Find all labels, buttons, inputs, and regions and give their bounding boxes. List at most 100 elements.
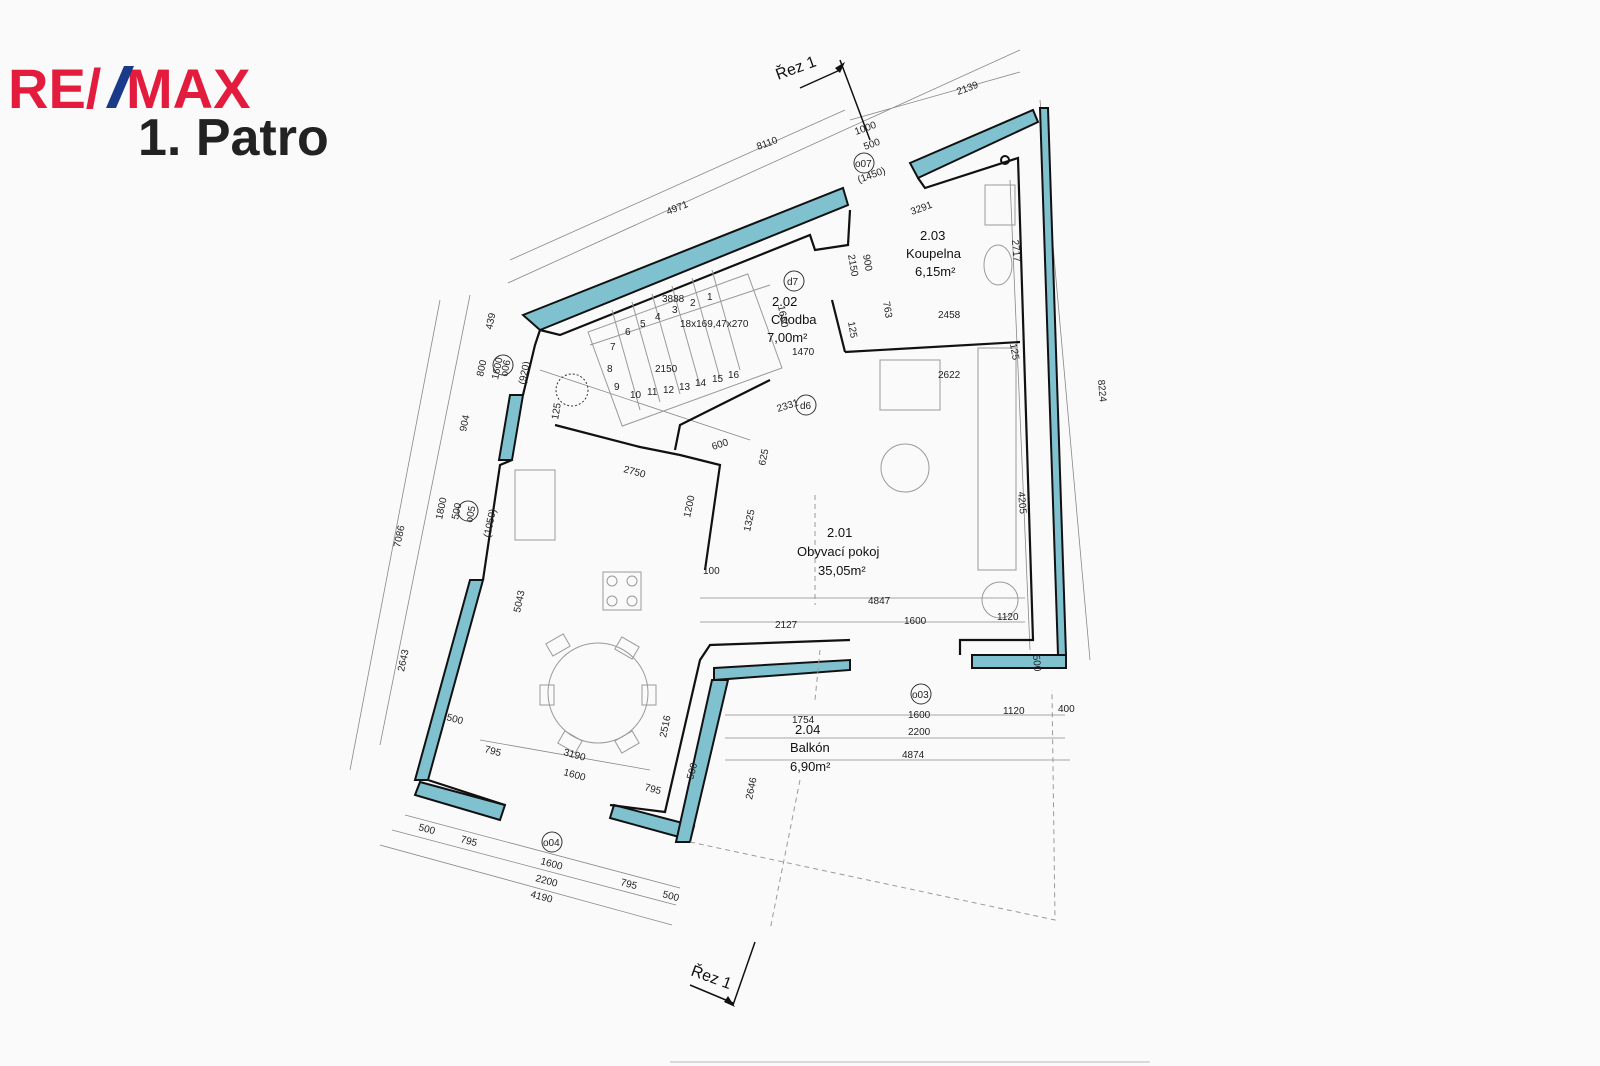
staircase: 3888 18x169,47x270 2150 1 2 3 4 5 6 7 8 … bbox=[587, 269, 783, 427]
dim: 2643 bbox=[396, 648, 411, 672]
dim: 500 bbox=[450, 502, 464, 521]
dim: 125 bbox=[550, 402, 564, 421]
dim: 1325 bbox=[742, 508, 757, 532]
stair-length: 3888 bbox=[662, 294, 685, 305]
step-label: 8 bbox=[607, 364, 613, 375]
dim: 1200 bbox=[682, 494, 697, 518]
tag-o04: o04 bbox=[543, 838, 560, 849]
dim: 2717 bbox=[1009, 239, 1022, 263]
dim: 795 bbox=[459, 834, 478, 849]
dimension-lines bbox=[349, 49, 1091, 926]
wall-left-upper bbox=[497, 394, 525, 461]
dining-table bbox=[547, 642, 649, 744]
wall-balcony bbox=[674, 679, 730, 843]
size-o06: (920) bbox=[517, 360, 533, 385]
logo-text-right: MAX bbox=[126, 60, 250, 120]
dimension-values: 8110 4971 2139 1000 500 8224 7086 439 80… bbox=[392, 80, 1108, 906]
dim: 500 bbox=[445, 712, 464, 727]
logo-slash bbox=[106, 66, 134, 108]
tag-o07: o07 bbox=[855, 159, 872, 170]
dim: 2331 bbox=[776, 397, 801, 414]
room-area: 7,00m² bbox=[767, 330, 808, 345]
room-area: 6,15m² bbox=[915, 264, 956, 279]
dim: 625 bbox=[757, 448, 771, 467]
room-2-03: 2.03 Koupelna 6,15m² bbox=[906, 228, 962, 279]
toilet bbox=[983, 244, 1013, 286]
dim: 4205 bbox=[1015, 491, 1028, 515]
step-label: 6 bbox=[625, 327, 631, 338]
balcony-outline bbox=[689, 495, 1056, 931]
kitchen-sink bbox=[514, 469, 556, 541]
dim: 8110 bbox=[755, 135, 779, 153]
step-label: 1 bbox=[707, 292, 713, 303]
tag-o06: o06 bbox=[499, 359, 513, 378]
room-id: 2.03 bbox=[920, 228, 945, 243]
dim: 763 bbox=[880, 301, 894, 320]
section-label-bottom: Řez 1 bbox=[689, 961, 735, 993]
dim: 3291 bbox=[909, 200, 934, 218]
stair-spec: 18x169,47x270 bbox=[680, 319, 749, 330]
step-label: 2 bbox=[690, 298, 696, 309]
wall-top-right bbox=[908, 108, 1040, 180]
dim: 500 bbox=[417, 822, 436, 837]
dim: 2750 bbox=[622, 464, 647, 480]
wall-balcony-top bbox=[713, 658, 851, 682]
tag-o03: o03 bbox=[912, 690, 929, 701]
dim: 400 bbox=[1058, 704, 1075, 715]
dim: 2200 bbox=[908, 727, 931, 738]
dim: 500 bbox=[862, 137, 882, 153]
dim: 600 bbox=[711, 437, 731, 453]
cooktop bbox=[602, 571, 642, 611]
dim: 500 bbox=[685, 761, 700, 780]
step-label: 16 bbox=[728, 370, 740, 381]
dim: 2200 bbox=[534, 873, 559, 889]
dim: 2458 bbox=[938, 310, 961, 321]
dim: 3190 bbox=[562, 747, 587, 763]
furniture bbox=[514, 155, 1019, 754]
dim: 8224 bbox=[1095, 379, 1108, 403]
dim: 1650 bbox=[775, 305, 790, 329]
section-cut-bottom: Řez 1 bbox=[689, 941, 756, 1007]
drain-icon bbox=[1000, 155, 1010, 165]
room-id: 2.04 bbox=[795, 722, 820, 737]
wall-top-left bbox=[521, 186, 850, 332]
dim: 1120 bbox=[997, 612, 1019, 623]
dim: 1600 bbox=[908, 710, 931, 721]
dim: 2622 bbox=[938, 370, 961, 381]
dim: 2150 bbox=[845, 254, 860, 278]
room-area: 35,05m² bbox=[818, 563, 866, 578]
remax-logo: RE/ MAX 1. Patro bbox=[8, 60, 329, 167]
plant-icon bbox=[555, 373, 589, 407]
wall-right bbox=[1038, 107, 1068, 656]
dim: 439 bbox=[484, 312, 498, 331]
dim: 1800 bbox=[434, 496, 449, 520]
room-2-04: 2.04 Balkón 6,90m² bbox=[790, 722, 831, 774]
step-label: 11 bbox=[647, 387, 658, 398]
dim: 795 bbox=[483, 744, 502, 759]
washbasin bbox=[984, 184, 1016, 226]
dim: 800 bbox=[475, 359, 489, 378]
dim: 500 bbox=[1030, 654, 1042, 672]
dim: 5043 bbox=[512, 589, 527, 613]
room-2-02: 2.02 Chodba 7,00m² bbox=[767, 294, 817, 345]
room-name: Koupelna bbox=[906, 246, 962, 261]
room-id: 2.02 bbox=[772, 294, 797, 309]
room-name: Chodba bbox=[771, 312, 817, 327]
plant-pot bbox=[981, 581, 1019, 619]
step-label: 13 bbox=[679, 382, 691, 393]
step-label: 7 bbox=[610, 342, 616, 353]
step-label: 4 bbox=[655, 312, 661, 323]
dim: 100 bbox=[703, 566, 720, 577]
wall-bottom-left bbox=[413, 780, 507, 822]
dim: 7086 bbox=[392, 524, 407, 548]
size-o05: (1050) bbox=[482, 508, 499, 539]
armchair bbox=[879, 359, 941, 411]
dim: 900 bbox=[860, 254, 874, 273]
tag-o05: o05 bbox=[464, 505, 478, 524]
dim: 2516 bbox=[658, 714, 673, 738]
dim: 1600 bbox=[904, 616, 927, 627]
room-name: Obyvací pokoj bbox=[797, 544, 879, 559]
dim: 1754 bbox=[792, 715, 815, 726]
logo-text-left: RE/ bbox=[8, 60, 102, 120]
wall-left-lower bbox=[413, 579, 485, 781]
